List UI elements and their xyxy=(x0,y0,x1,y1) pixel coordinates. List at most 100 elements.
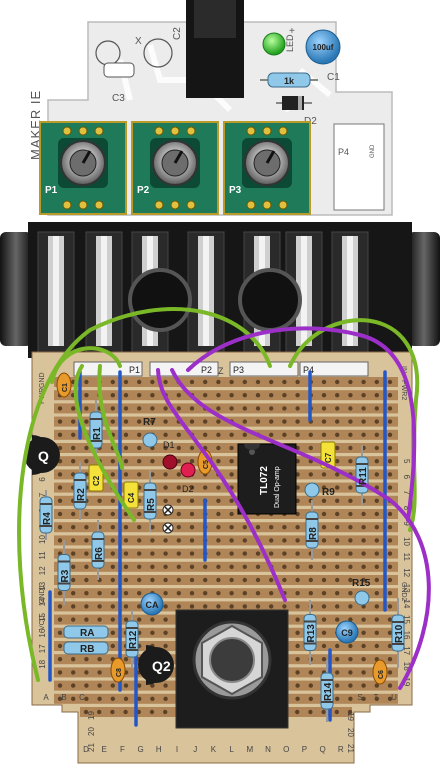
row-number-right: 7 xyxy=(402,490,411,495)
ic-tl072: TL072 Dual Op-amp xyxy=(237,443,297,515)
resistor-label: R13 xyxy=(306,624,317,643)
cap-label: C7 xyxy=(324,452,333,463)
transistor-label: Q2 xyxy=(152,658,171,674)
purple-wires xyxy=(156,326,431,690)
output-jack-right xyxy=(408,232,440,346)
capacitor-c1 xyxy=(56,372,72,398)
resistor-r3 xyxy=(57,540,71,605)
resistor-label: R5 xyxy=(146,498,157,511)
label-x: X xyxy=(135,36,142,47)
header-p3: P3 xyxy=(233,365,244,375)
capacitor-ca xyxy=(140,592,164,616)
p4-header xyxy=(333,123,385,211)
resistor-r5 xyxy=(143,470,157,532)
row-number-right: 11 xyxy=(402,553,411,562)
transistor-q xyxy=(24,435,60,475)
column-letter: G xyxy=(137,745,143,754)
row-number-right: 12 xyxy=(402,568,411,577)
resistor-label: R10 xyxy=(394,624,405,643)
cap-label: C6 xyxy=(378,670,385,679)
resistor-r8 xyxy=(305,500,319,560)
pot-label: P3 xyxy=(229,185,242,196)
column-letter: L xyxy=(229,745,234,754)
column-letter: O xyxy=(283,745,289,754)
footswitch xyxy=(175,609,289,729)
diode-label: D2 xyxy=(182,484,194,494)
pot-p3: P3 xyxy=(223,121,311,215)
led xyxy=(262,32,286,56)
resistor-label: R14 xyxy=(323,682,334,701)
pot-label: P2 xyxy=(137,185,150,196)
row-number-bottom: 19 xyxy=(346,712,355,721)
cap-label: C8 xyxy=(116,668,123,677)
row-number-left: 13 xyxy=(38,581,47,590)
row-number-left: 12 xyxy=(38,566,47,575)
label-gnd-top: GND xyxy=(39,372,46,388)
resistor-rb xyxy=(62,641,110,655)
resistor-r9 xyxy=(304,482,320,498)
resistor-r6 xyxy=(91,520,105,580)
label-led: LED xyxy=(285,34,295,52)
row-number-left: 16 xyxy=(38,628,47,637)
transistor-q2 xyxy=(138,645,174,685)
row-number-right: 13 xyxy=(402,584,411,593)
components xyxy=(24,372,405,722)
row-number-right: 9 xyxy=(402,521,411,526)
resistor-label: R2 xyxy=(76,488,87,501)
input-jack-left xyxy=(0,232,32,346)
column-letter: E xyxy=(102,745,107,754)
row-number-right: 6 xyxy=(402,475,411,480)
label-c1: C1 xyxy=(327,72,340,83)
row-number-left: 6 xyxy=(38,477,47,482)
row-number-left: 15 xyxy=(38,613,47,622)
row-number-right: 16 xyxy=(402,631,411,640)
diode-label: D1 xyxy=(163,440,175,450)
pot-p2: P2 xyxy=(131,121,219,215)
capacitor-c7 xyxy=(320,441,336,469)
row-number-right: 10 xyxy=(402,537,411,546)
row-number-bottom: 21 xyxy=(87,743,96,752)
row-number-right: 8 xyxy=(402,506,411,511)
resistor-r15 xyxy=(354,590,370,606)
label-gnd2: GND2 xyxy=(400,582,407,602)
column-letter: T xyxy=(374,693,379,702)
label-c2: C2 xyxy=(172,27,183,40)
row-number-left: 7 xyxy=(38,492,47,497)
resistor-r1 xyxy=(89,400,103,460)
ic-sub: Dual Op-amp xyxy=(274,466,281,508)
resistor-label: R6 xyxy=(94,547,105,560)
cap-label: C2 xyxy=(92,475,101,486)
resistor-r2 xyxy=(73,462,87,520)
label-gnd1: GND1 xyxy=(39,584,46,604)
row-number-right: 18 xyxy=(402,662,411,671)
capacitor-c8 xyxy=(110,657,126,683)
resistor-ra xyxy=(62,625,110,639)
column-letter: C xyxy=(79,693,85,702)
resistor-label: R4 xyxy=(42,512,53,525)
resistor-r7 xyxy=(142,432,158,448)
resistor-r14 xyxy=(320,660,334,722)
row-number-bottom: 21 xyxy=(346,744,355,753)
row-number-right: 17 xyxy=(402,646,411,655)
column-letter: K xyxy=(211,745,217,754)
row-number-bottom: 19 xyxy=(87,711,96,720)
column-letter: H xyxy=(156,745,162,754)
row-number-left: 11 xyxy=(38,551,47,560)
row-number-left: 10 xyxy=(38,535,47,544)
column-letter: F xyxy=(120,745,125,754)
column-letter: B xyxy=(61,693,66,702)
row-number-right: 15 xyxy=(402,615,411,624)
column-letter: P xyxy=(302,745,307,754)
cap-label: CA xyxy=(146,600,159,610)
resistor-label: RA xyxy=(80,628,94,639)
column-letter: U xyxy=(391,693,397,702)
header-p1: P1 xyxy=(129,365,140,375)
resistor-r10 xyxy=(391,598,405,668)
column-letter: Q xyxy=(319,745,325,754)
c2-footprint xyxy=(143,38,173,68)
capacitor-c6 xyxy=(372,659,388,685)
label-pwr2: PWR2 xyxy=(400,380,407,400)
header-p4: P4 xyxy=(303,365,314,375)
